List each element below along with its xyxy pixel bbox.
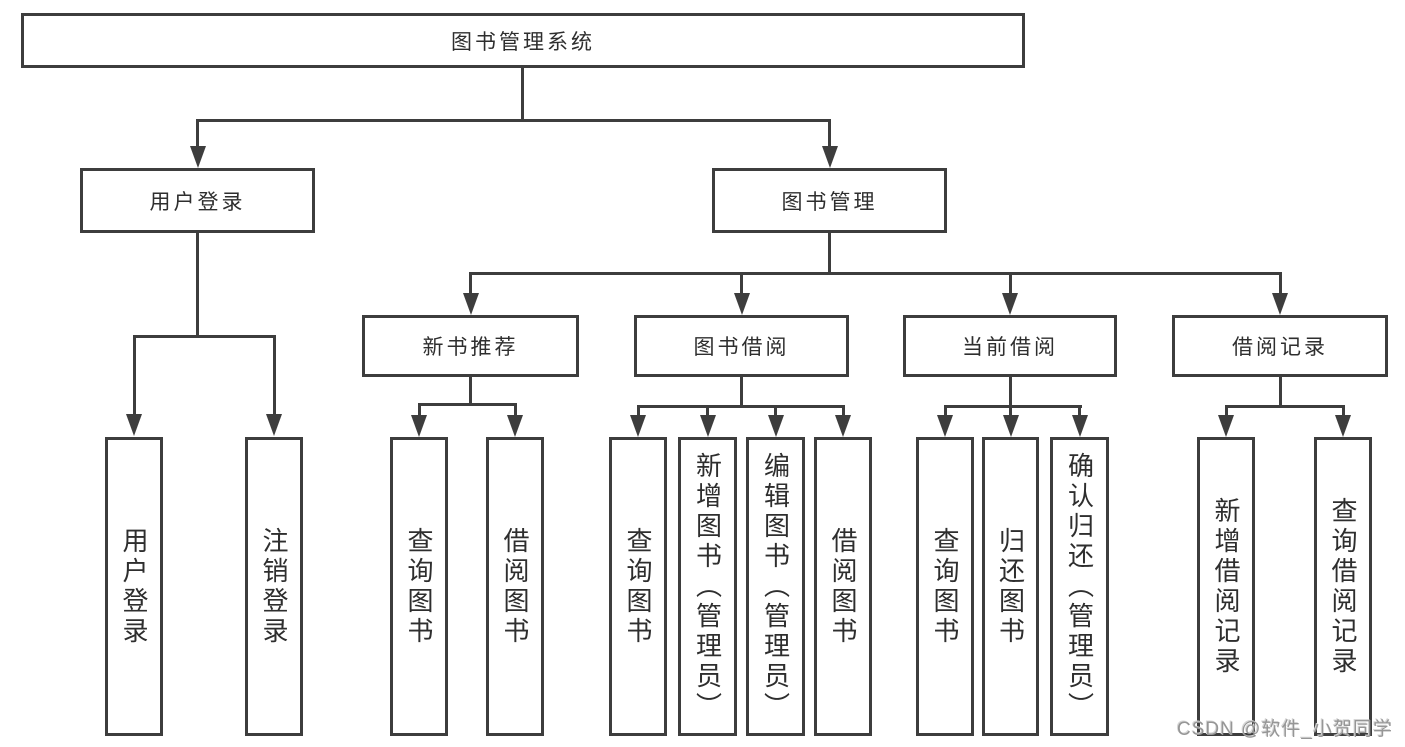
node-label: 归还图书 [995,526,1026,647]
leaf-query-books: 查询图书 [916,437,974,736]
connector-vline [740,272,743,296]
connector-vline [272,335,276,417]
leaf-add-borrow-record: 新增借阅记录 [1197,437,1255,736]
connector-vline [1008,272,1012,296]
arrowhead-down-icon [835,415,851,437]
connector-vline [828,233,831,272]
arrowhead-down-icon [1002,415,1019,437]
arrowhead-down-icon [733,293,750,315]
node-label: 用户登录 [119,526,149,647]
node-label: 新增借阅记录 [1211,496,1241,677]
connector-hline [417,403,517,406]
node-borrowing-records: 借阅记录 [1172,315,1388,377]
connector-vline [196,233,199,335]
arrowhead-down-icon [630,415,646,437]
connector-vline [1224,405,1228,417]
connector-vline [513,403,517,417]
connector-vline [1008,377,1012,405]
node-new-book-recommendation: 新书推荐 [362,315,579,377]
node-label: 查询图书 [404,526,434,647]
node-label: 当前借阅 [962,336,1058,359]
leaf-query-books: 查询图书 [609,437,667,736]
node-book-borrowing: 图书借阅 [634,315,849,377]
connector-hline [196,119,831,122]
leaf-borrow-books: 借阅图书 [814,437,872,736]
node-label: 图书借阅 [693,336,790,359]
leaf-user-login: 用户登录 [105,437,163,736]
connector-vline [943,405,947,417]
arrowhead-down-icon [767,415,784,437]
connector-vline [417,403,421,417]
connector-vline [636,405,640,417]
leaf-add-books-admin: 新增图书（管理员） [678,437,737,736]
connector-vline [469,377,472,403]
node-label: 用户登录 [149,190,246,214]
node-label: 图书管理系统 [451,30,595,54]
arrowhead-down-icon [189,146,206,168]
arrowhead-down-icon [1335,415,1351,437]
node-label: 借阅图书 [828,526,858,647]
leaf-confirm-return-admin: 确认归还（管理员） [1050,437,1109,736]
leaf-edit-books-admin: 编辑图书（管理员） [746,437,805,736]
connector-vline [1278,377,1282,405]
connector-vline [469,272,472,296]
arrowhead-down-icon [937,415,953,437]
node-label: 注销登录 [259,526,289,647]
node-label: 新书推荐 [422,336,519,359]
arrowhead-down-icon [507,415,523,437]
node-label: 查询图书 [930,526,960,647]
node-book-management: 图书管理 [712,168,947,233]
arrowhead-down-icon [462,293,479,315]
arrowhead-down-icon [1071,415,1088,437]
node-label: 查询图书 [623,526,653,647]
node-label: 查询借阅记录 [1328,496,1358,677]
node-label: 图书管理 [781,190,878,214]
leaf-logout: 注销登录 [245,437,303,736]
connector-vline [132,335,136,417]
arrowhead-down-icon [1002,293,1018,315]
arrowhead-down-icon [126,414,142,436]
connector-hline [636,405,845,408]
node-current-borrowing: 当前借阅 [903,315,1117,377]
node-label: 新增图书（管理员） [692,451,723,722]
connector-hline [1224,405,1345,408]
connector-vline [841,405,845,417]
arrowhead-down-icon [1272,293,1288,315]
node-user-login: 用户登录 [80,168,315,233]
arrowhead-down-icon [699,415,716,437]
node-label: 借阅记录 [1232,336,1328,359]
connector-vline [1341,405,1345,417]
leaf-borrow-books: 借阅图书 [486,437,544,736]
node-label: 借阅图书 [500,526,530,647]
connector-vline [706,405,709,417]
connector-vline [1009,405,1012,417]
arrowhead-down-icon [1218,415,1234,437]
connector-vline [774,405,777,417]
node-label: 编辑图书（管理员） [760,451,791,722]
connector-vline [740,377,743,405]
connector-hline [943,405,1082,408]
connector-hline [469,272,1281,275]
connector-hline [132,335,276,338]
leaf-query-borrow-record: 查询借阅记录 [1314,437,1372,736]
connector-vline [1078,405,1081,417]
connector-vline [828,119,831,152]
csdn-watermark: CSDN @软件_小贺同学 [1177,719,1393,740]
arrowhead-down-icon [821,146,838,168]
connector-vline [1278,272,1282,296]
node-label: 确认归还（管理员） [1064,451,1095,722]
connector-vline [196,119,199,152]
leaf-query-books: 查询图书 [390,437,448,736]
leaf-return-books: 归还图书 [982,437,1039,736]
connector-vline [520,68,524,119]
node-library-management-system: 图书管理系统 [21,13,1025,68]
arrowhead-down-icon [266,414,282,436]
arrowhead-down-icon [411,415,427,437]
